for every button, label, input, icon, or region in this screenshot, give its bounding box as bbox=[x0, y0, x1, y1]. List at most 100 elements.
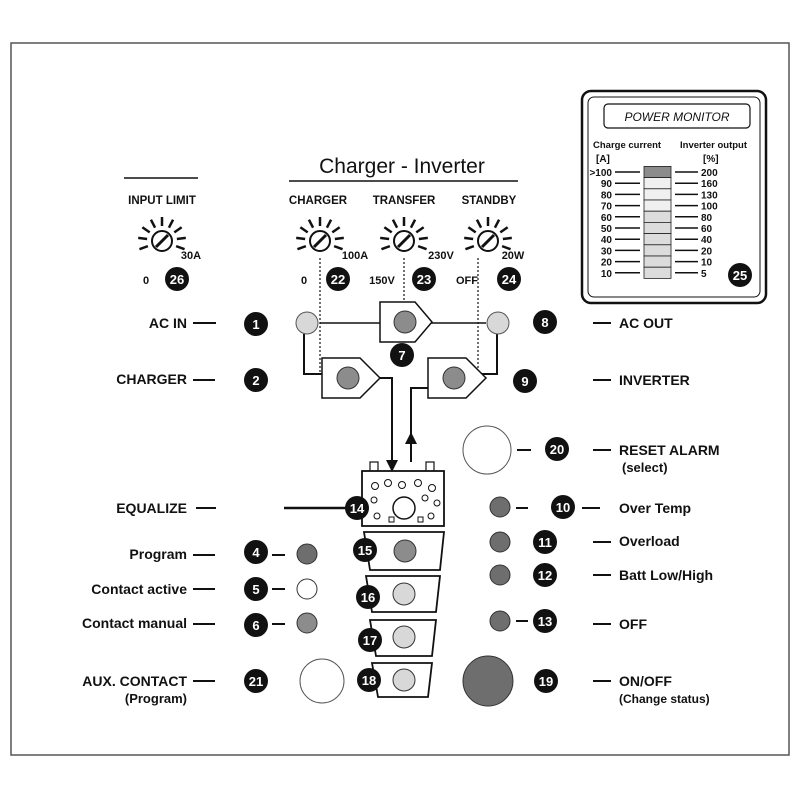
over-temp-led bbox=[489, 496, 511, 518]
ac-in-led bbox=[295, 311, 319, 335]
knob-pointer bbox=[396, 233, 412, 249]
badge-21 bbox=[244, 669, 268, 693]
knob-tick bbox=[475, 219, 483, 229]
knob-tick bbox=[493, 219, 501, 229]
badge-25 bbox=[728, 263, 752, 287]
contact-active-button[interactable] bbox=[392, 582, 416, 606]
monitor-bar-segment bbox=[643, 210, 672, 223]
reset-alarm-button[interactable] bbox=[462, 425, 512, 475]
input-limit-max: 30A bbox=[181, 250, 201, 262]
knob-tick bbox=[299, 226, 309, 234]
charge-current-tick: 50 bbox=[601, 224, 613, 235]
monitor-bar-segment bbox=[643, 233, 672, 246]
ac-out-led bbox=[486, 311, 510, 335]
knob-tick bbox=[501, 244, 511, 251]
power-monitor-title-box bbox=[603, 103, 751, 129]
over-temp-label: Over Temp bbox=[619, 500, 691, 516]
badge-13-text: 13 bbox=[538, 614, 552, 629]
input-limit-knob[interactable] bbox=[138, 217, 186, 252]
monitor-bar-segment bbox=[643, 255, 672, 268]
badge-12 bbox=[533, 563, 557, 587]
badge-17 bbox=[358, 628, 382, 652]
knob-tick bbox=[380, 236, 390, 241]
power-monitor-title: POWER MONITOR bbox=[624, 110, 729, 124]
transfer-knob-label: TRANSFER bbox=[373, 195, 436, 207]
on-off-button[interactable] bbox=[462, 655, 514, 707]
knob-tick bbox=[417, 244, 427, 251]
monitor-bar-segment bbox=[643, 177, 672, 190]
monitor-bar-segment bbox=[643, 188, 672, 201]
badge-23 bbox=[412, 267, 436, 291]
badge-22-text: 22 bbox=[331, 272, 345, 287]
inverter-output-header: Inverter output bbox=[680, 140, 748, 151]
badge-19 bbox=[534, 669, 558, 693]
knob-tick bbox=[149, 219, 157, 229]
inverter-output-tick: 80 bbox=[701, 213, 713, 224]
on-off-sublabel: (Change status) bbox=[619, 692, 710, 706]
overload-label: Overload bbox=[619, 533, 680, 549]
knob-tick bbox=[141, 226, 151, 234]
off-led bbox=[489, 610, 511, 632]
program-led bbox=[296, 543, 318, 565]
charge-current-tick: 20 bbox=[601, 258, 613, 269]
reset-alarm-label: RESET ALARM bbox=[619, 442, 720, 458]
knob-tick bbox=[167, 219, 175, 229]
contact-active-label: Contact active bbox=[91, 581, 187, 597]
badge-20-text: 20 bbox=[550, 442, 564, 457]
charger-knob[interactable] bbox=[296, 217, 344, 252]
standby-knob-label: STANDBY bbox=[462, 195, 517, 207]
knob-tick bbox=[173, 226, 183, 234]
badge-7-text: 7 bbox=[398, 348, 405, 363]
power-monitor-inner bbox=[587, 96, 761, 298]
standby-knob-min: OFF bbox=[456, 275, 478, 287]
program-button[interactable] bbox=[393, 539, 417, 563]
badge-5 bbox=[244, 577, 268, 601]
knob-tick bbox=[499, 226, 509, 234]
inverter-output-tick: 100 bbox=[701, 202, 718, 213]
knob-tick bbox=[391, 219, 399, 229]
knob-tick bbox=[418, 236, 428, 241]
contact-manual-led bbox=[296, 612, 318, 634]
monitor-bar-segment bbox=[643, 266, 672, 279]
knob-tick bbox=[176, 236, 186, 241]
badge-14 bbox=[345, 496, 369, 520]
aux-contact-large-button[interactable] bbox=[299, 658, 345, 704]
transfer-knob[interactable] bbox=[380, 217, 428, 252]
inverter-output-tick: 20 bbox=[701, 246, 713, 257]
badge-1-text: 1 bbox=[252, 317, 259, 332]
badge-13 bbox=[533, 609, 557, 633]
badge-8-text: 8 bbox=[541, 315, 548, 330]
batt-low-high-led bbox=[489, 564, 511, 586]
equalize-label: EQUALIZE bbox=[116, 500, 187, 516]
knob-tick bbox=[383, 226, 393, 234]
badge-4-text: 4 bbox=[252, 545, 260, 560]
badge-14-text: 14 bbox=[350, 501, 365, 516]
badge-26 bbox=[165, 267, 189, 291]
charge-current-tick: >100 bbox=[589, 168, 612, 179]
standby-knob[interactable] bbox=[464, 217, 512, 252]
badge-21-text: 21 bbox=[249, 674, 263, 689]
badge-9-text: 9 bbox=[521, 374, 528, 389]
knob-tick bbox=[307, 219, 315, 229]
charge-current-unit: [A] bbox=[596, 154, 610, 165]
monitor-bar-segment bbox=[643, 165, 672, 178]
badge-26-text: 26 bbox=[170, 272, 184, 287]
aux-contact-sublabel: (Program) bbox=[125, 691, 187, 706]
badge-15-text: 15 bbox=[358, 543, 372, 558]
aux-contact-button[interactable] bbox=[392, 668, 416, 692]
program-label: Program bbox=[129, 546, 187, 562]
ac-out-label: AC OUT bbox=[619, 315, 673, 331]
badge-23-text: 23 bbox=[417, 272, 431, 287]
badge-24 bbox=[497, 267, 521, 291]
knob-tick bbox=[465, 244, 475, 251]
down-arrowhead bbox=[386, 460, 398, 472]
badge-4 bbox=[244, 540, 268, 564]
inverter-output-tick: 10 bbox=[701, 258, 713, 269]
badge-20 bbox=[545, 437, 569, 461]
badge-7 bbox=[390, 343, 414, 367]
charger-knob-min: 0 bbox=[301, 275, 307, 287]
contact-manual-button[interactable] bbox=[392, 625, 416, 649]
knob-tick bbox=[502, 236, 512, 241]
